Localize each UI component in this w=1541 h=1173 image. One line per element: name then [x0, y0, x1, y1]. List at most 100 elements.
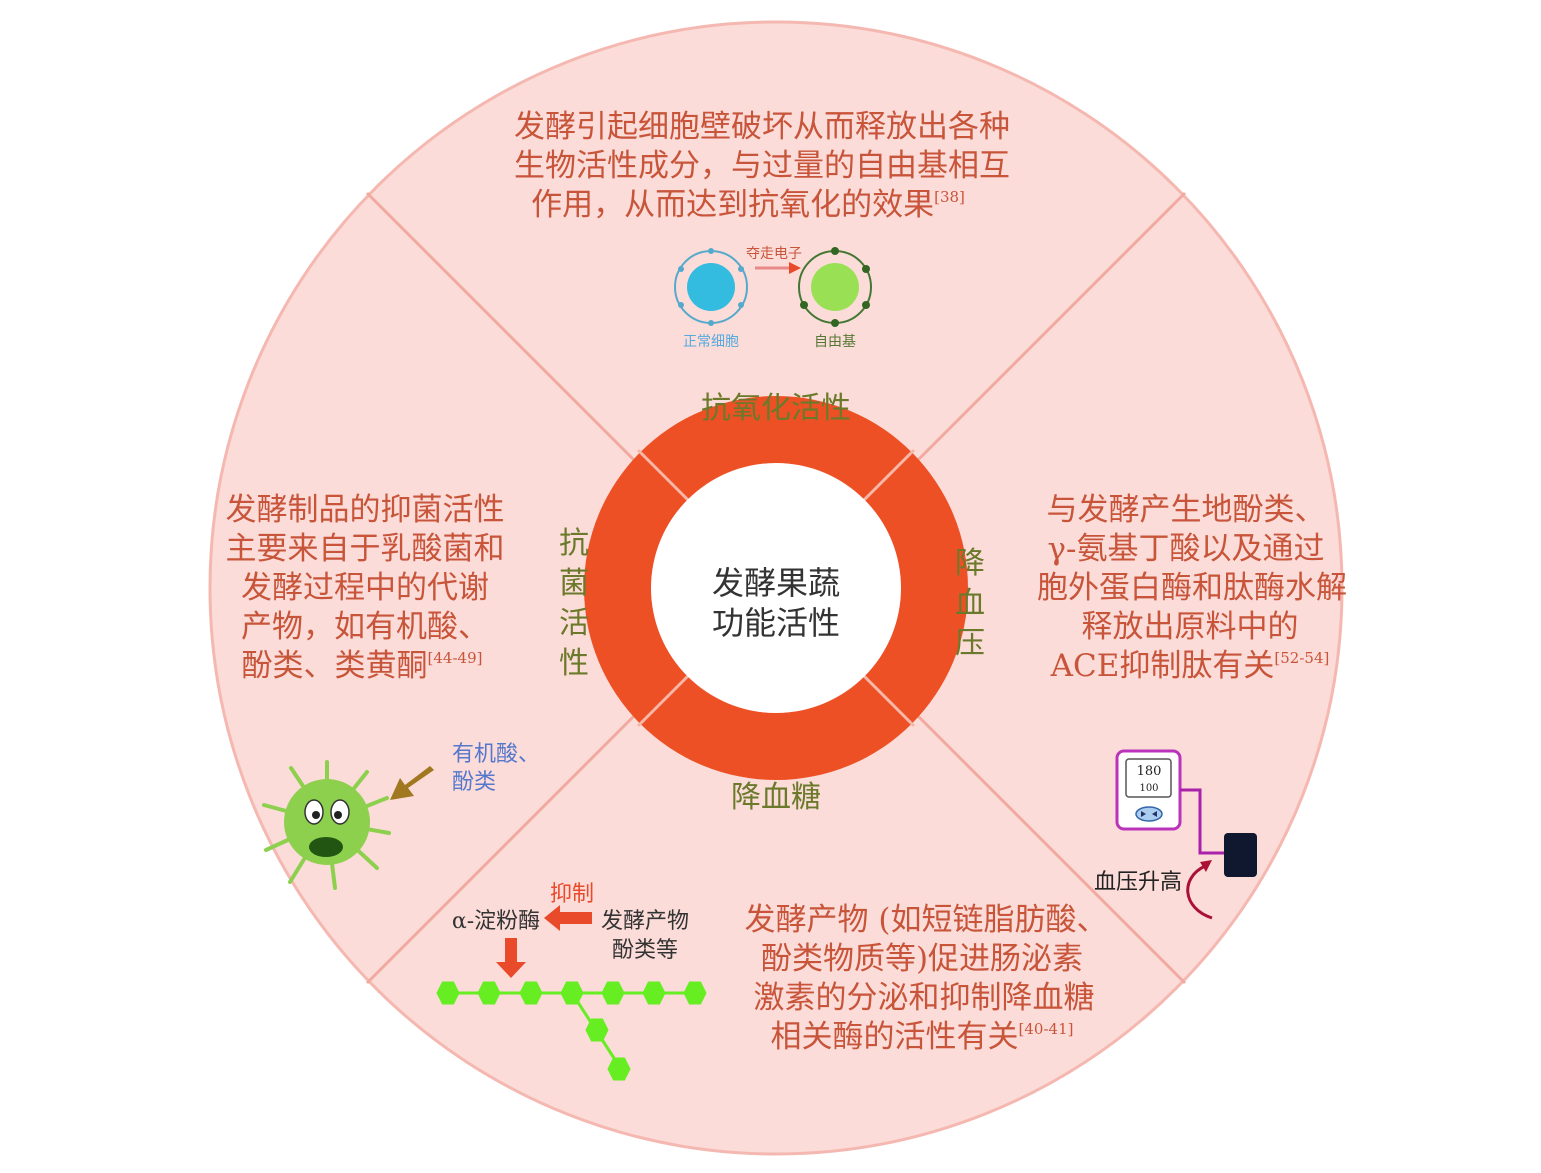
- ring-label-antioxidant: 抗氧化活性: [701, 391, 851, 426]
- inhibit-label: 抑制: [550, 882, 594, 907]
- pressure-rise-arrowhead: [1200, 860, 1212, 872]
- monitor-reading-top: 180: [1137, 764, 1162, 779]
- normal-cell-electron: [738, 302, 744, 308]
- quadrant-left-ref: [44-49]: [428, 649, 483, 667]
- monitor-button-icon: [1135, 806, 1163, 822]
- quadrant-bottom-line: 相关酶的活性有关[40-41]: [771, 1019, 1074, 1055]
- divider-bottom-right: [890, 688, 1187, 985]
- free-radical-electron: [862, 265, 870, 273]
- glucose-unit: [519, 981, 543, 1005]
- quadrant-right-line: 与发酵产生地酚类、: [1047, 492, 1326, 528]
- ring-label-antibacterial-char: 抗: [559, 526, 589, 561]
- fermentation-product-label: 发酵产物: [601, 909, 689, 934]
- quadrant-bottom-line: 酚类物质等)促进肠泌素: [761, 941, 1083, 977]
- quadrant-bottom-ref: [40-41]: [1019, 1020, 1074, 1038]
- center-title-line1: 发酵果蔬: [712, 564, 840, 602]
- ring-label-antihypertensive: 降 血 压: [955, 546, 985, 661]
- normal-cell-electron: [708, 320, 714, 326]
- quadrant-left-line: 主要来自于乳酸菌和: [226, 531, 505, 567]
- quadrant-right-line: 胞外蛋白酶和肽酶水解: [1037, 570, 1347, 606]
- free-radical-label: 自由基: [814, 333, 856, 350]
- electron-transfer-label: 夺走电子: [746, 246, 802, 262]
- ring-label-antihypertensive-char: 降: [955, 546, 985, 581]
- normal-cell-electron: [678, 302, 684, 308]
- free-radical-electron: [800, 301, 808, 309]
- ring-label-hypoglycemic: 降血糖: [731, 780, 821, 815]
- blood-pressure-monitor-icon: 180 100 血压升高: [1094, 749, 1257, 920]
- glucose-unit: [436, 981, 460, 1005]
- glucose-unit: [642, 981, 666, 1005]
- glucose-unit: [477, 981, 501, 1005]
- center-title-line2: 功能活性: [712, 604, 840, 642]
- normal-cell-electron: [708, 248, 714, 254]
- quadrant-left-text: 发酵制品的抑菌活性 主要来自于乳酸菌和 发酵过程中的代谢 产物，如有机酸、 酚类…: [226, 492, 505, 684]
- monitor-button-arrow-left: [1141, 811, 1146, 817]
- acid-arrow-icon: [390, 766, 434, 800]
- monitor-button-arrow-right: [1152, 811, 1157, 817]
- quadrant-bottom-text: 发酵产物 (如短链脂肪酸、 酚类物质等)促进肠泌素 激素的分泌和抑制降血糖 相关…: [745, 902, 1108, 1055]
- blood-pressure-cuff-icon: [1224, 833, 1257, 877]
- organic-acid-label: 有机酸、: [452, 742, 540, 767]
- phenol-label: 酚类: [452, 770, 496, 795]
- divider-bottom-left: [365, 688, 662, 985]
- normal-cell-electron: [678, 266, 684, 272]
- bacterium-pupil-left: [312, 811, 320, 819]
- electron-transfer-icon: 夺走电子 正常细胞 自由基: [674, 246, 872, 350]
- monitor-reading-bottom: 100: [1139, 783, 1158, 794]
- quadrant-dividers: [365, 191, 1187, 985]
- ring-divider-tr: [862, 448, 916, 502]
- ring-divider-tl: [636, 448, 690, 502]
- quadrant-top-line: 作用，从而达到抗氧化的效果[38]: [531, 187, 965, 223]
- free-radical-electron: [831, 247, 839, 255]
- quadrant-right-text: 与发酵产生地酚类、 γ-氨基丁酸以及通过 胞外蛋白酶和肽酶水解 释放出原料中的 …: [1037, 492, 1347, 684]
- normal-cell-nucleus: [687, 263, 735, 311]
- quadrant-left-line: 产物，如有机酸、: [241, 609, 489, 645]
- quadrant-top-line: 生物活性成分，与过量的自由基相互: [514, 148, 1010, 184]
- glucose-unit: [585, 1018, 609, 1042]
- monitor-screen: [1125, 758, 1172, 798]
- quadrant-bottom-line: 发酵产物 (如短链脂肪酸、: [745, 902, 1108, 938]
- bacterium-icon: [262, 760, 391, 890]
- quadrant-top-text: 发酵引起细胞壁破坏从而释放出各种 生物活性成分，与过量的自由基相互 作用，从而达…: [514, 109, 1010, 223]
- glucose-unit: [683, 981, 707, 1005]
- pressure-rise-arrow-icon: [1186, 864, 1213, 920]
- glucose-unit: [601, 981, 625, 1005]
- quadrant-right-line: γ-氨基丁酸以及通过: [1047, 531, 1324, 567]
- free-radical-nucleus: [811, 263, 859, 311]
- ring-dividers: [636, 448, 916, 728]
- glucose-unit: [560, 981, 584, 1005]
- quadrant-left-line: 发酵过程中的代谢: [241, 570, 489, 606]
- hydrolysis-arrow-icon: [496, 938, 526, 978]
- normal-cell-label: 正常细胞: [683, 334, 739, 350]
- ring-label-antibacterial-char: 菌: [559, 566, 589, 601]
- bacterium-body: [284, 779, 370, 865]
- quadrant-left-line: 发酵制品的抑菌活性: [226, 492, 505, 528]
- quadrant-bottom-line: 激素的分泌和抑制降血糖: [754, 980, 1095, 1016]
- glucose-unit: [607, 1057, 631, 1081]
- glucose-chain-icon: [436, 981, 707, 1081]
- free-radical-electron: [862, 301, 870, 309]
- quadrant-bottom-line4: 相关酶的活性有关: [771, 1019, 1019, 1055]
- alpha-amylase-label: α-淀粉酶: [452, 909, 540, 934]
- ring-label-antibacterial-char: 性: [559, 646, 589, 681]
- bacterium-pupil-right: [334, 811, 342, 819]
- center-circle: [651, 463, 901, 713]
- quadrant-right-ref: [52-54]: [1274, 649, 1329, 667]
- ring-label-antibacterial: 抗 菌 活 性: [559, 526, 589, 681]
- blood-pressure-rise-label: 血压升高: [1094, 870, 1182, 895]
- ring-label-antihypertensive-char: 压: [955, 626, 985, 661]
- ring-label-antibacterial-char: 活: [559, 606, 589, 641]
- bacterium-mouth: [309, 837, 343, 857]
- quadrant-top-ref: [38]: [934, 188, 965, 206]
- ring-label-antihypertensive-char: 血: [955, 586, 985, 621]
- divider-top-right: [890, 191, 1187, 488]
- phenolics-label: 酚类等: [612, 938, 678, 963]
- divider-top-left: [365, 191, 662, 488]
- monitor-tube: [1180, 788, 1226, 855]
- quadrant-left-line: 酚类、类黄酮[44-49]: [242, 648, 483, 684]
- quadrant-right-line: ACE抑制肽有关[52-54]: [1050, 648, 1330, 684]
- inhibit-arrow-icon: [544, 905, 592, 931]
- ring-divider-br: [862, 674, 916, 728]
- quadrant-right-line: 释放出原料中的: [1082, 609, 1299, 645]
